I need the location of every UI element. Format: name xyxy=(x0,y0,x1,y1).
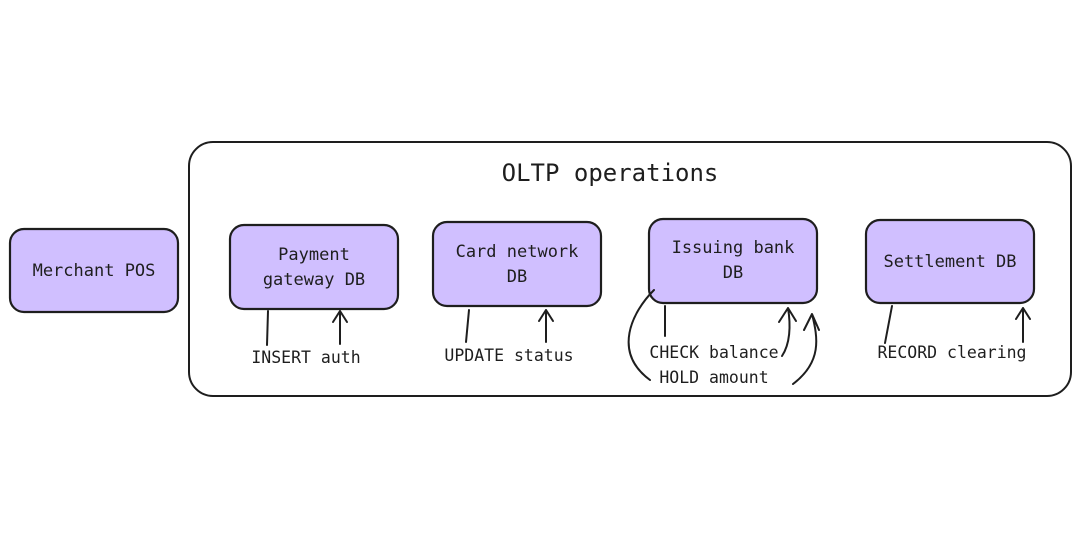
card-network-arrow xyxy=(538,309,554,343)
payment-gateway-db-label-line1: Payment xyxy=(278,245,350,265)
issuing-bank-db-label-line2: DB xyxy=(723,263,743,283)
issuing-bank-arrow-inner xyxy=(778,307,797,357)
issuing-bank-db-box xyxy=(647,217,819,305)
check-balance-label: CHECK balance xyxy=(649,343,778,362)
payment-gateway-db-label-line2: gateway DB xyxy=(263,270,365,290)
payment-gateway-db-node: Payment gateway DB xyxy=(228,223,400,311)
record-clearing-label: RECORD clearing xyxy=(877,343,1026,362)
oltp-operations-frame xyxy=(188,141,1072,397)
insert-auth-label: INSERT auth xyxy=(251,348,360,367)
settlement-db-box xyxy=(864,218,1036,305)
merchant-pos-label: Merchant POS xyxy=(33,261,156,281)
settlement-arrow xyxy=(1015,307,1031,343)
settlement-line xyxy=(884,305,893,344)
settlement-db-node: Settlement DB xyxy=(864,218,1036,305)
card-network-line xyxy=(465,309,470,343)
card-network-db-label-line2: DB xyxy=(507,267,527,287)
update-status-label: UPDATE status xyxy=(444,346,573,365)
issuing-bank-db-label-line1: Issuing bank xyxy=(672,238,795,258)
card-network-db-label-line1: Card network xyxy=(456,242,579,262)
merchant-pos-box xyxy=(8,227,180,314)
settlement-db-label: Settlement DB xyxy=(883,252,1016,272)
hold-amount-label: HOLD amount xyxy=(659,368,768,387)
card-network-db-box xyxy=(431,220,603,308)
gateway-line xyxy=(266,310,269,346)
issuing-bank-loop-curve xyxy=(627,289,655,381)
merchant-pos-node: Merchant POS xyxy=(8,227,180,314)
payment-gateway-db-box xyxy=(228,223,400,311)
issuing-bank-db-node: Issuing bank DB xyxy=(647,217,819,305)
card-network-db-node: Card network DB xyxy=(431,220,603,308)
oltp-operations-title: OLTP operations xyxy=(502,159,719,187)
gateway-arrow xyxy=(332,310,348,345)
issuing-bank-arrow-outer xyxy=(792,313,820,385)
